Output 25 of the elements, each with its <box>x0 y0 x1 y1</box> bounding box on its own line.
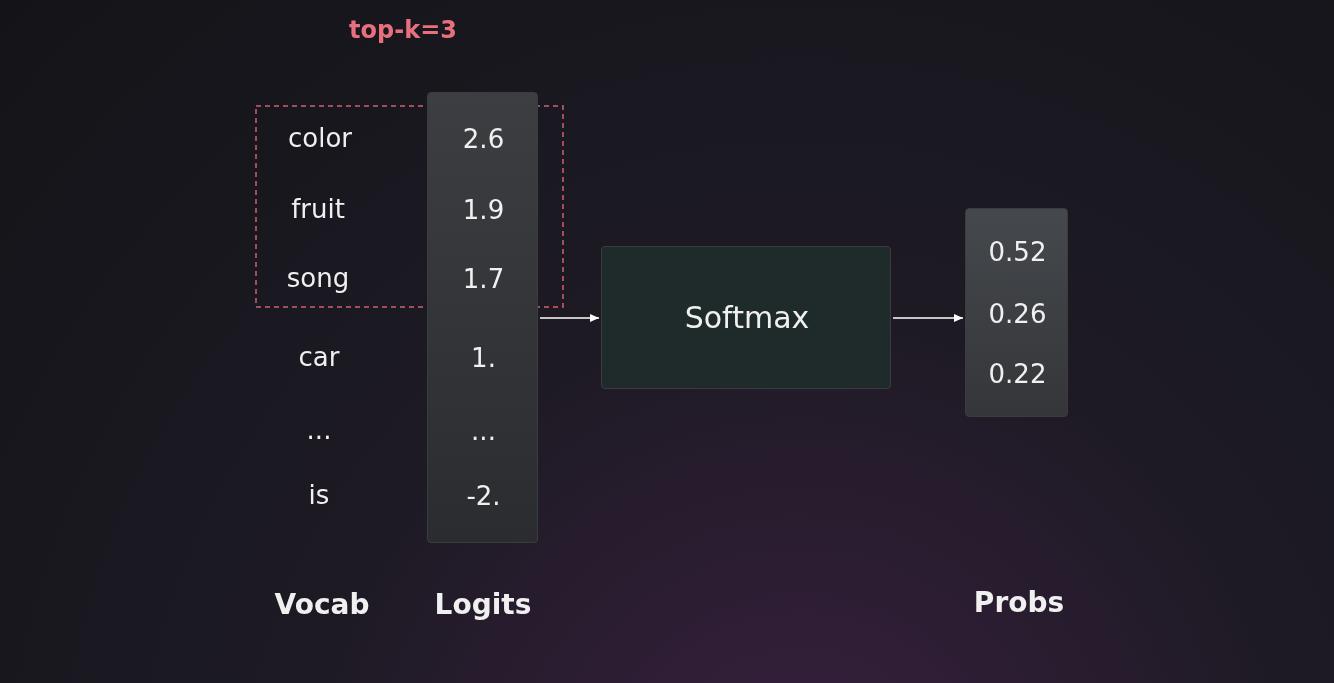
vocab-word: ... <box>306 415 332 445</box>
logit-value: -2. <box>466 481 501 511</box>
vocab-word: song <box>286 263 350 293</box>
logit-value: 1.9 <box>462 195 505 225</box>
vocab-word: color <box>288 123 352 153</box>
logit-value: 1.7 <box>462 264 505 294</box>
vocab-word: is <box>308 480 330 510</box>
logit-value: 1. <box>471 343 496 373</box>
arrow <box>892 314 964 322</box>
logit-value: ... <box>471 416 496 446</box>
softmax-box <box>601 246 891 389</box>
probability-value: 0.22 <box>988 359 1047 389</box>
logit-value: 2.6 <box>462 124 505 154</box>
function-name: Softmax <box>684 299 810 335</box>
probs-column <box>965 208 1068 417</box>
column-label: Probs <box>973 585 1065 619</box>
arrow <box>539 314 600 322</box>
parameter-label: top-k=3 <box>349 16 457 44</box>
logits-column <box>427 92 538 543</box>
vocab-word: fruit <box>291 194 345 224</box>
probability-value: 0.52 <box>988 237 1047 267</box>
vocab-word: car <box>298 342 340 372</box>
column-label: Vocab <box>274 587 370 621</box>
probability-value: 0.26 <box>988 299 1047 329</box>
column-label: Logits <box>434 587 532 621</box>
